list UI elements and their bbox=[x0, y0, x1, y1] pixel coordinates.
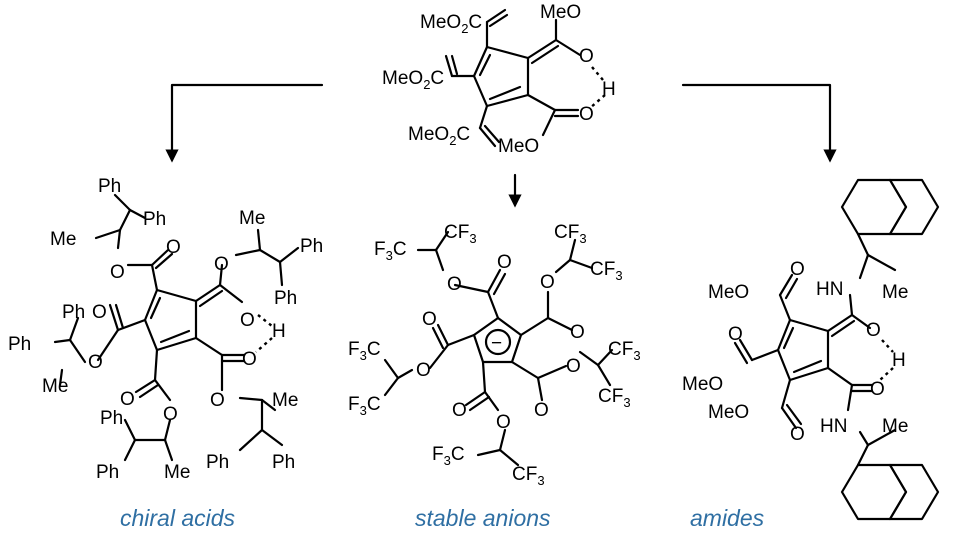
negative-charge-circle bbox=[484, 328, 512, 356]
top-ester-2: MeO2C bbox=[382, 68, 444, 92]
ph-6: Ph bbox=[8, 334, 31, 355]
cf3-5: F3C bbox=[348, 339, 381, 363]
ph-10: Ph bbox=[272, 452, 295, 473]
chiral-acid-structure: Ph Ph Me O O Me O Ph Ph O H O Ph Ph O O … bbox=[8, 176, 323, 483]
meo-3: MeO bbox=[708, 402, 749, 423]
o-1: O bbox=[110, 262, 125, 283]
caption-chiral-acids: chiral acids bbox=[120, 505, 236, 531]
me-r2: Me bbox=[882, 416, 908, 437]
o-4: O bbox=[240, 310, 255, 331]
top-ester-1: MeO2C bbox=[420, 12, 482, 36]
arrow-right bbox=[681, 83, 837, 163]
me-4: Me bbox=[272, 390, 298, 411]
ph-9: Ph bbox=[206, 452, 229, 473]
ph-5: Ph bbox=[62, 302, 85, 323]
o-r4: O bbox=[866, 320, 881, 341]
caption-amides: amides bbox=[690, 505, 765, 531]
top-ester-3: MeO2C bbox=[408, 124, 470, 148]
h-r1: H bbox=[892, 350, 906, 371]
ph-4: Ph bbox=[274, 288, 297, 309]
o-m7: O bbox=[566, 356, 581, 377]
top-oxygen-1: O bbox=[579, 46, 594, 67]
me-5: Me bbox=[164, 462, 190, 483]
caption-stable-anions: stable anions bbox=[415, 505, 551, 531]
negative-charge: − bbox=[491, 333, 502, 354]
o-8: O bbox=[120, 389, 135, 410]
me-r1: Me bbox=[882, 282, 908, 303]
me-2: Me bbox=[239, 208, 265, 229]
o-m9: O bbox=[452, 400, 467, 421]
cf3-2: CF3 bbox=[444, 222, 477, 246]
o-m1: O bbox=[447, 274, 462, 295]
top-methoxy-upper: MeO bbox=[540, 2, 581, 23]
o-7: O bbox=[88, 352, 103, 373]
cf3-8: CF3 bbox=[598, 386, 631, 410]
me-1: Me bbox=[50, 229, 76, 250]
o-m10: O bbox=[496, 412, 511, 433]
starting-material: MeO2C MeO2C MeO2C MeO MeO O O H O bbox=[382, 2, 616, 157]
top-hydrogen: H bbox=[602, 79, 616, 100]
o-6: O bbox=[92, 302, 107, 323]
o-r2: O bbox=[728, 324, 743, 345]
o-m5: O bbox=[422, 309, 437, 330]
o-m6: O bbox=[416, 360, 431, 381]
arrow-left bbox=[165, 83, 324, 163]
cf3-9: F3C bbox=[432, 444, 465, 468]
cf3-1: F3C bbox=[374, 239, 407, 263]
o-2: O bbox=[166, 237, 181, 258]
o-9: O bbox=[163, 404, 178, 425]
top-methoxy-lower: MeO bbox=[498, 136, 539, 157]
meo-2: MeO bbox=[682, 374, 723, 395]
me-3: Me bbox=[42, 376, 68, 397]
o-m4: O bbox=[570, 322, 585, 343]
amide-structure: MeO MeO MeO O O O HN Me O H O HN Me bbox=[682, 178, 940, 521]
meo-1: MeO bbox=[708, 282, 749, 303]
o-m8: O bbox=[534, 400, 549, 421]
anion-structure: − F3C CF3 CF bbox=[348, 222, 641, 488]
top-oxygen-2: O bbox=[579, 104, 594, 125]
ph-2: Ph bbox=[143, 209, 166, 230]
h-1: H bbox=[272, 321, 286, 342]
hn-1: HN bbox=[816, 279, 843, 300]
cf3-4: CF3 bbox=[590, 259, 623, 283]
o-r1: O bbox=[790, 259, 805, 280]
o-r5: O bbox=[870, 379, 885, 400]
ph-1: Ph bbox=[98, 176, 121, 197]
o-5: O bbox=[242, 349, 257, 370]
o-3: O bbox=[214, 254, 229, 275]
o-r3: O bbox=[790, 424, 805, 445]
cf3-3: CF3 bbox=[554, 222, 587, 246]
cf3-7: CF3 bbox=[608, 339, 641, 363]
o-10: O bbox=[210, 390, 225, 411]
o-m2: O bbox=[497, 252, 512, 273]
o-m3: O bbox=[540, 272, 555, 293]
cf3-10: CF3 bbox=[512, 464, 545, 488]
cf3-6: F3C bbox=[348, 394, 381, 418]
ph-8: Ph bbox=[96, 462, 119, 483]
ph-7: Ph bbox=[100, 408, 123, 429]
hn-2: HN bbox=[820, 416, 847, 437]
ph-3: Ph bbox=[300, 236, 323, 257]
